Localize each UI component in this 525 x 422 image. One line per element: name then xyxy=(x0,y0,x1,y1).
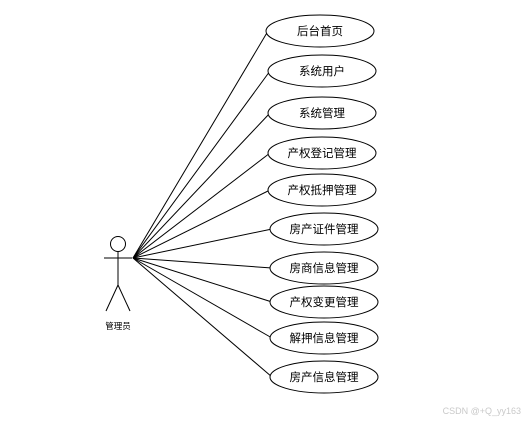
association-line xyxy=(132,257,273,378)
actor-right-leg xyxy=(117,284,131,312)
use-case-label: 产权抵押管理 xyxy=(288,183,357,197)
association-line xyxy=(132,30,269,259)
association-line xyxy=(132,257,273,269)
use-case-ellipse xyxy=(267,96,377,130)
association-line xyxy=(132,112,271,259)
association-lines xyxy=(132,30,273,378)
use-case-ellipse xyxy=(269,251,379,285)
use-case-ellipse xyxy=(269,360,379,394)
association-line xyxy=(132,257,273,303)
actor-admin: 管理员 xyxy=(104,236,132,332)
use-case-label: 后台首页 xyxy=(297,24,343,38)
use-case-label: 房商信息管理 xyxy=(290,261,359,275)
use-case-list: 后台首页系统用户系统管理产权登记管理产权抵押管理房产证件管理房商信息管理产权变更… xyxy=(265,14,379,394)
use-case-ellipse xyxy=(267,54,377,88)
actor-label: 管理员 xyxy=(105,321,131,332)
use-case-label: 房产证件管理 xyxy=(290,222,359,236)
actor-left-leg xyxy=(105,284,119,312)
association-line xyxy=(132,152,271,259)
use-case-label: 解押信息管理 xyxy=(290,331,359,345)
use-case-label: 房产信息管理 xyxy=(290,370,359,384)
association-line xyxy=(132,189,271,259)
use-case-ellipse xyxy=(267,136,377,170)
association-line xyxy=(132,70,271,259)
use-case-ellipse xyxy=(269,321,379,355)
association-line xyxy=(132,228,273,259)
association-line xyxy=(132,257,273,339)
use-case-ellipse xyxy=(265,14,375,48)
use-case-label: 产权变更管理 xyxy=(290,295,359,309)
use-case-label: 系统管理 xyxy=(299,106,345,120)
use-case-ellipse xyxy=(269,285,379,319)
use-case-label: 产权登记管理 xyxy=(288,146,357,160)
use-case-ellipse xyxy=(267,173,377,207)
use-case-ellipse xyxy=(269,212,379,246)
watermark: CSDN @+Q_yy163 xyxy=(443,406,521,416)
actor-head xyxy=(110,236,126,252)
use-case-label: 系统用户 xyxy=(299,64,345,78)
